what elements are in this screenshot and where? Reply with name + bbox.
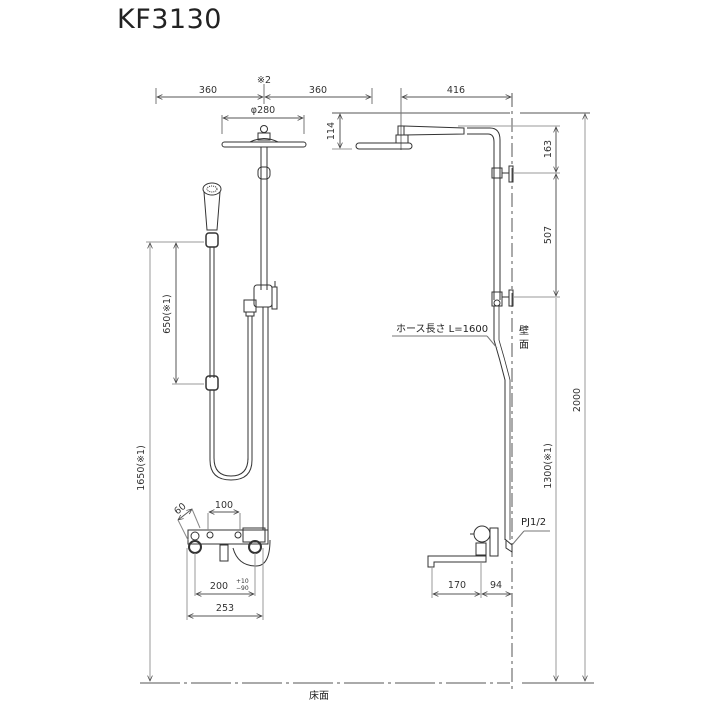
- front-dimension-labels: 360 ※2 360 φ280 650(※1) 1650(※1) 60 100 …: [136, 75, 327, 614]
- front-view: [146, 84, 373, 681]
- dim-mount-tol-minus: −90: [236, 585, 249, 592]
- dim-slide-bar: 650(※1): [162, 294, 173, 334]
- hose-length-label: ホース長さ L=1600: [396, 323, 488, 335]
- dim-left-span: 360: [199, 85, 217, 96]
- wall-label-1: 壁: [519, 324, 529, 337]
- dim-handle-pitch: 100: [215, 500, 233, 511]
- side-dimension-labels: 114 416 163 507 2000 1300(※1) 170 94 ホース…: [309, 85, 583, 702]
- dim-mount-tol-plus: +10: [236, 578, 249, 585]
- dim-center-note: ※2: [257, 75, 271, 86]
- dim-holder-height: 1650(※1): [136, 445, 147, 491]
- dim-arm-reach: 416: [447, 85, 465, 96]
- dim-overall-width: 253: [216, 603, 234, 614]
- dim-right-span: 360: [309, 85, 327, 96]
- dim-faucet-height: 1300(※1): [543, 443, 554, 489]
- dim-bracket-spacing: 507: [543, 226, 554, 244]
- dim-wall-offset: 94: [490, 580, 502, 591]
- side-view: [140, 88, 594, 690]
- dim-overall-height: 2000: [572, 388, 583, 412]
- dim-mount-pitch: 200: [210, 581, 228, 592]
- dim-spout-length: 170: [448, 580, 466, 591]
- dim-angle: 60: [172, 501, 188, 517]
- floor-label: 床面: [309, 689, 329, 702]
- wall-label-2: 面: [519, 340, 529, 351]
- dim-top-to-bracket: 163: [543, 140, 554, 158]
- model-title: KF3130: [117, 4, 222, 35]
- dim-head-height: 114: [326, 122, 337, 140]
- connection-label: PJ1/2: [521, 517, 546, 528]
- dim-head-diameter: φ280: [251, 105, 275, 116]
